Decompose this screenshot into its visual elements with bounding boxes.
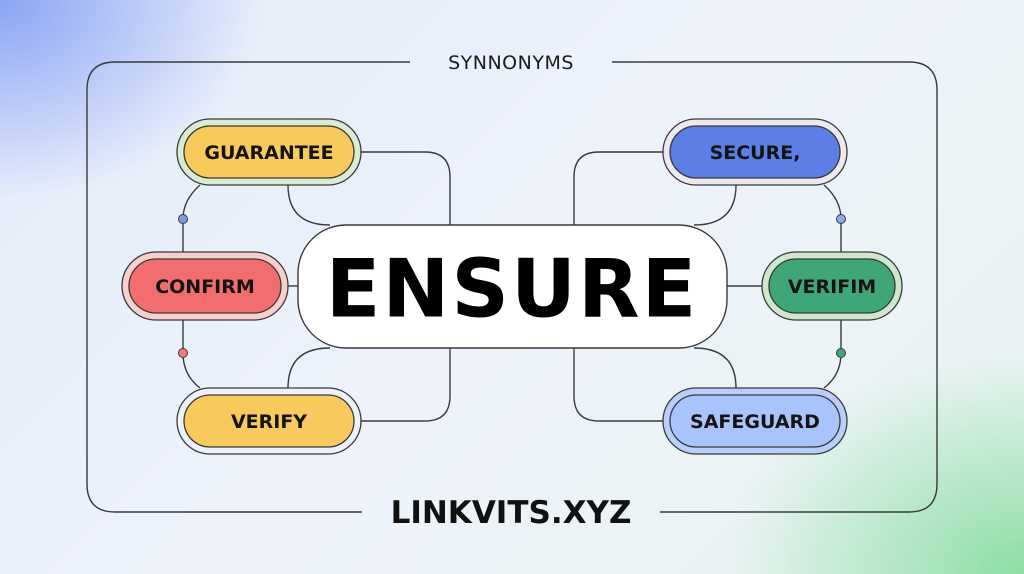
node-guarantee: GUARANTEE [176,118,362,186]
node-pill [128,258,282,314]
node-secure: SECURE, [662,118,848,186]
dot-blue-right [836,214,846,224]
node-label: VERIFIM [788,276,876,298]
node-pill [669,125,841,179]
dot-blue-left [178,214,188,224]
center-word: ENSURE [326,243,698,336]
node-label: CONFIRM [155,276,255,298]
diagram-title: SYNNONYMS [448,52,574,74]
footer-site: LINKVITS.XYZ [391,495,632,531]
node-pill [669,394,841,448]
node-pill [768,258,896,314]
node-safeguard: SAFEGUARD [662,387,848,455]
frame-border [86,61,938,513]
node-label: GUARANTEE [204,142,333,164]
node-label: SAFEGUARD [690,411,820,433]
node-pill [183,125,355,179]
node-label: VERIFY [231,411,307,433]
node-pill [183,394,355,448]
node-label: SECURE, [710,142,801,164]
node-confirm: CONFIRM [121,251,289,321]
dot-green-right [836,348,846,358]
node-verify: VERIFY [176,387,362,455]
center-node: ENSURE [297,224,728,349]
dot-red-left [178,348,188,358]
node-verifim: VERIFIM [761,251,903,321]
